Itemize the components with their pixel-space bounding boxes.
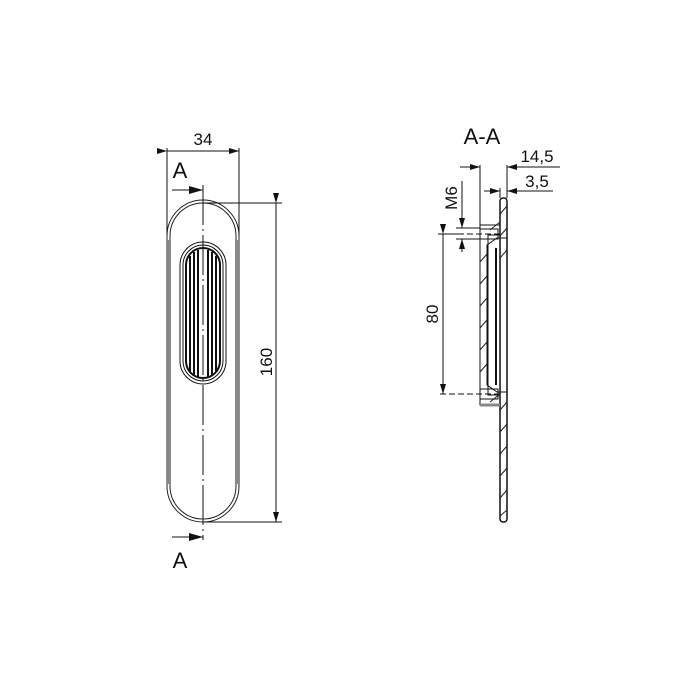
thread-dimension: M6 — [442, 186, 461, 210]
height-dimension: 160 — [257, 348, 276, 376]
plate-outline — [169, 202, 237, 520]
depth-dimension: 14,5 — [520, 147, 553, 166]
hole-spacing-dimension: 80 — [423, 305, 442, 324]
section-label-top: A — [173, 158, 188, 183]
plate-dimension: 3,5 — [525, 172, 549, 191]
front-view: 34 160 A A — [157, 130, 282, 573]
section-label-bottom: A — [173, 548, 188, 573]
width-dimension: 34 — [194, 130, 213, 149]
section-view: A-A — [423, 124, 560, 523]
section-title: A-A — [464, 124, 501, 149]
